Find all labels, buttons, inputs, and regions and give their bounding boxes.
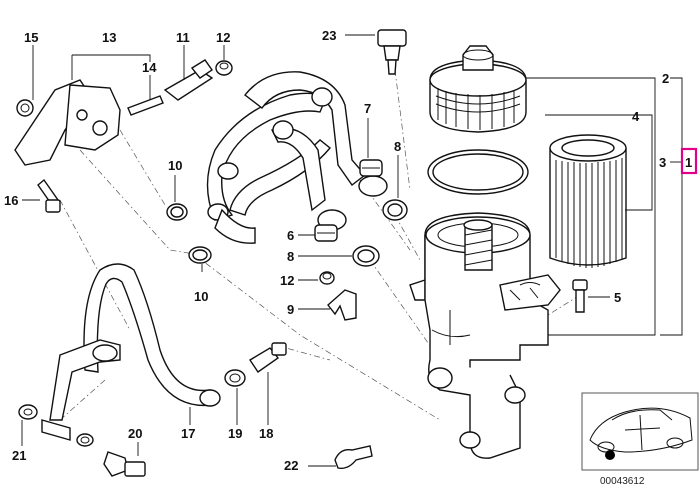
retaining-clip[interactable] bbox=[327, 289, 357, 321]
washer-21[interactable] bbox=[18, 404, 38, 420]
dowel-pin[interactable] bbox=[127, 95, 164, 116]
vehicle-thumbnail[interactable]: 00043612 bbox=[581, 392, 699, 487]
highlight-box bbox=[680, 147, 698, 175]
callout-1[interactable]: 1 bbox=[685, 155, 692, 170]
callout-17: 17 bbox=[181, 426, 195, 441]
housing-o-ring[interactable] bbox=[427, 149, 529, 195]
oil-pressure-sensor[interactable] bbox=[377, 29, 407, 75]
seal-ring-10-upper[interactable] bbox=[166, 203, 188, 221]
callout-labels: 15 13 14 11 12 23 7 8 10 16 6 8 10 12 9 … bbox=[4, 28, 698, 473]
callout-14: 14 bbox=[142, 60, 157, 75]
callout-5: 5 bbox=[614, 290, 621, 305]
location-marker bbox=[605, 450, 615, 460]
callout-16: 16 bbox=[4, 193, 18, 208]
callout-3: 3 bbox=[659, 155, 666, 170]
hose-clip-19[interactable] bbox=[224, 369, 246, 387]
seal-ring-10-lower[interactable] bbox=[188, 246, 212, 264]
callout-2: 2 bbox=[662, 71, 669, 86]
callout-12-lower: 12 bbox=[280, 273, 294, 288]
filter-cap[interactable] bbox=[429, 45, 527, 133]
callout-11: 11 bbox=[176, 30, 190, 45]
hose-fitting[interactable] bbox=[163, 59, 214, 101]
leader-lines bbox=[21, 34, 683, 467]
callout-15: 15 bbox=[24, 30, 38, 45]
callout-18: 18 bbox=[259, 426, 273, 441]
housing-bolt[interactable] bbox=[572, 279, 588, 313]
washer-20[interactable] bbox=[76, 433, 94, 447]
connector-18[interactable] bbox=[249, 342, 287, 373]
seal-ring-8-upper[interactable] bbox=[382, 199, 408, 221]
callout-7: 7 bbox=[364, 101, 371, 116]
callout-19: 19 bbox=[228, 426, 242, 441]
hose-clamp-6[interactable] bbox=[314, 224, 338, 242]
oil-return-line[interactable] bbox=[41, 263, 221, 441]
callout-8-lower: 8 bbox=[287, 249, 294, 264]
coolant-hoses[interactable] bbox=[206, 71, 388, 244]
cap-12-upper[interactable] bbox=[215, 60, 233, 76]
callout-10-lower: 10 bbox=[194, 289, 208, 304]
callout-6: 6 bbox=[287, 228, 294, 243]
hose-clamp-7[interactable] bbox=[359, 159, 383, 177]
clip-22[interactable] bbox=[334, 445, 373, 470]
reference-number: 00043612 bbox=[600, 476, 645, 487]
banjo-bolt[interactable] bbox=[103, 451, 146, 477]
callout-8-upper: 8 bbox=[394, 139, 401, 154]
filter-element[interactable] bbox=[549, 134, 627, 268]
callout-21: 21 bbox=[12, 448, 26, 463]
oil-filter-housing[interactable] bbox=[409, 212, 561, 459]
seal-ring-8-lower[interactable] bbox=[352, 245, 380, 267]
callout-13: 13 bbox=[102, 30, 116, 45]
bracket-bolt[interactable] bbox=[37, 178, 61, 213]
callout-9: 9 bbox=[287, 302, 294, 317]
callout-4: 4 bbox=[632, 109, 640, 124]
callout-22: 22 bbox=[284, 458, 298, 473]
callout-20: 20 bbox=[128, 426, 142, 441]
callout-12-upper: 12 bbox=[216, 30, 230, 45]
callout-23: 23 bbox=[322, 28, 336, 43]
callout-10-upper: 10 bbox=[168, 158, 182, 173]
cap-12-lower[interactable] bbox=[319, 271, 335, 285]
mounting-bracket[interactable] bbox=[14, 79, 121, 166]
